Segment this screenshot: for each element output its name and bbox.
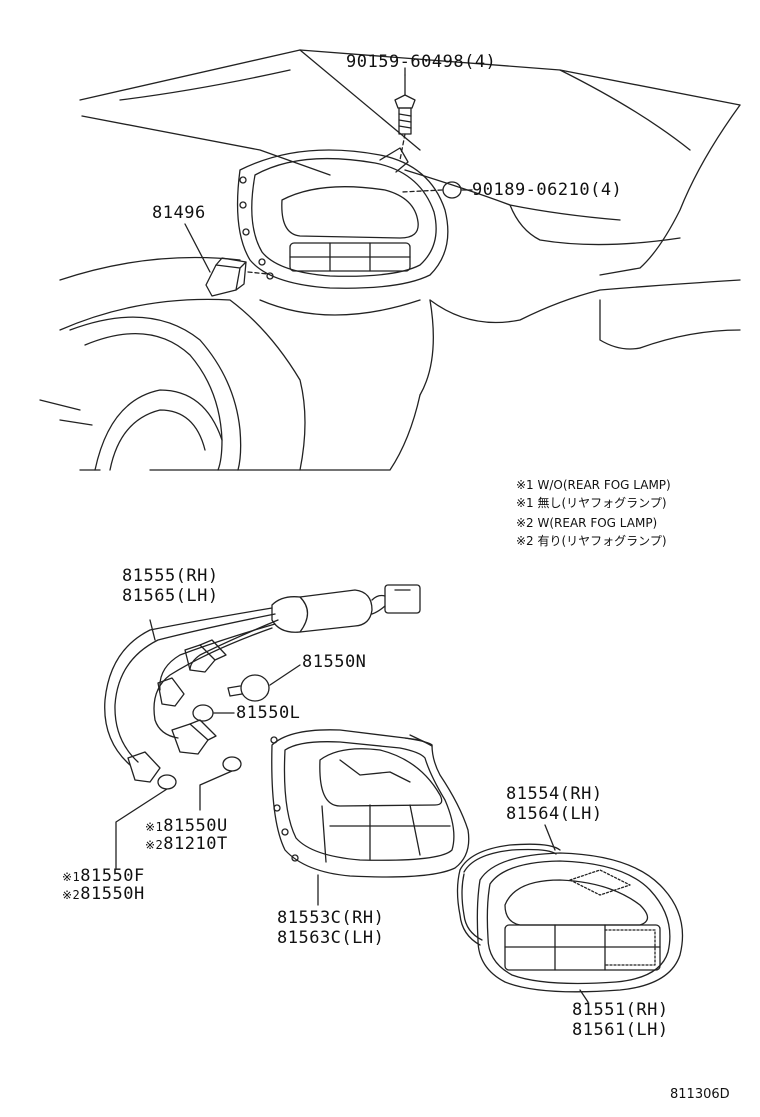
- label-bulb-f-row: ※181550F: [62, 866, 145, 887]
- lens-part: [477, 853, 682, 1002]
- label-lens-lh: 81561(LH): [572, 1020, 669, 1040]
- lamp-body: [271, 730, 469, 905]
- bulbs: [116, 665, 300, 868]
- label-body-rh: 81553C(RH): [277, 908, 385, 928]
- label-gasket-lh: 81564(LH): [506, 804, 603, 824]
- note-1-en: ※1 W/O(REAR FOG LAMP): [516, 478, 671, 492]
- label-bulb-n: 81550N: [302, 652, 367, 672]
- note-1-jp: ※1 無し(リヤフォグランプ): [516, 496, 667, 510]
- label-screw: 90159-60498(4): [346, 52, 497, 72]
- label-bulb-t-row: ※281210T: [145, 834, 228, 855]
- label-gasket-rh: 81554(RH): [506, 784, 603, 804]
- label-socket-wire-rh: 81555(RH): [122, 566, 219, 586]
- label-bulb-t: 81210T: [163, 834, 228, 854]
- label-bulb-u: 81550U: [163, 816, 228, 836]
- mark-1: ※1: [145, 820, 164, 834]
- gasket-part: [458, 825, 561, 945]
- tail-lamp-installed: [238, 148, 448, 288]
- mark-1: ※1: [62, 870, 81, 884]
- label-bracket: 81496: [152, 203, 206, 223]
- car-body-outline: [40, 50, 740, 470]
- note-2-jp: ※2 有り(リヤフォグランプ): [516, 534, 667, 548]
- label-bulb-u-row: ※181550U: [145, 816, 228, 837]
- label-bulb-h: 81550H: [80, 884, 145, 904]
- socket-wire-harness: [105, 585, 420, 782]
- label-bulb-l: 81550L: [236, 703, 301, 723]
- mark-2: ※2: [62, 888, 81, 902]
- note-2-en: ※2 W(REAR FOG LAMP): [516, 516, 658, 530]
- label-socket-wire-lh: 81565(LH): [122, 586, 219, 606]
- label-lens-rh: 81551(RH): [572, 1000, 669, 1020]
- mark-2: ※2: [145, 838, 164, 852]
- figure-id: 811306D: [670, 1087, 730, 1102]
- grommet-part: [402, 182, 470, 198]
- label-body-lh: 81563C(LH): [277, 928, 385, 948]
- bracket-part: [185, 224, 268, 296]
- screw-part: [395, 75, 415, 160]
- label-bulb-f: 81550F: [80, 866, 145, 886]
- label-grommet: 90189-06210(4): [472, 180, 623, 200]
- label-bulb-h-row: ※281550H: [62, 884, 145, 905]
